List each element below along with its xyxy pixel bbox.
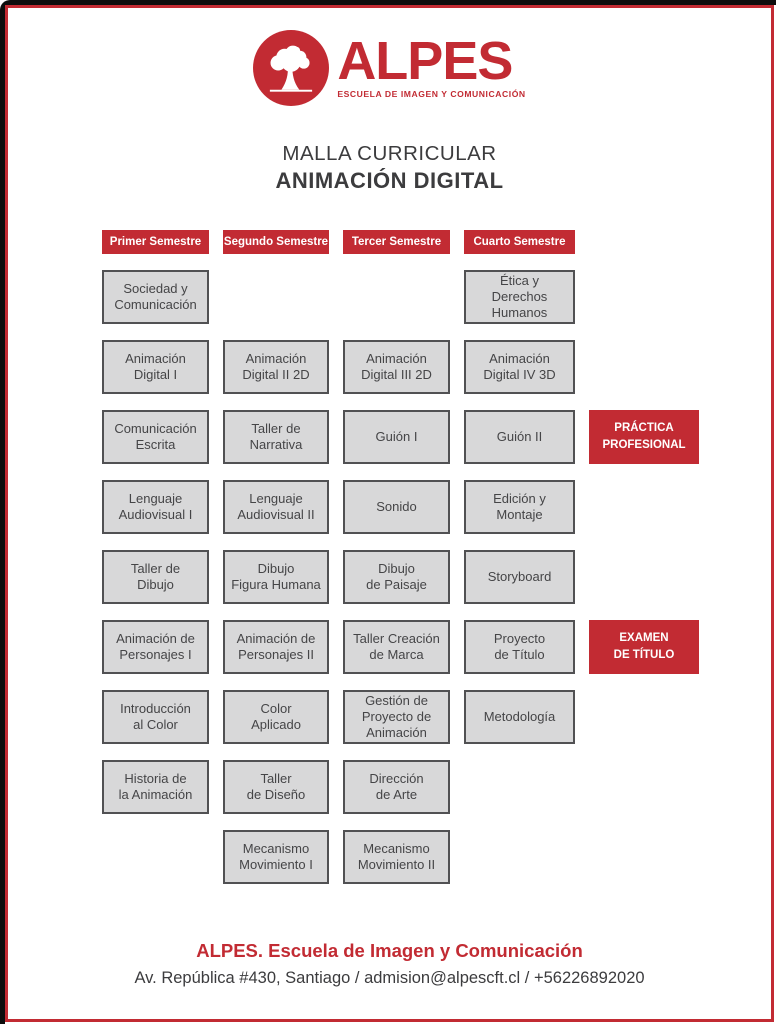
course-box: Storyboard [464, 550, 575, 605]
footer: ALPES. Escuela de Imagen y Comunicación … [8, 940, 771, 988]
course-box: Gestión de Proyecto de Animación [343, 690, 450, 745]
semester-header-1: Primer Semestre [102, 230, 209, 255]
milestone-practica-profesional: PRÁCTICA PROFESIONAL [589, 410, 699, 465]
course-box: Sonido [343, 480, 450, 535]
course-box: Animación Digital IV 3D [464, 340, 575, 395]
course-box: Taller de Narrativa [223, 410, 329, 465]
footer-school-name: ALPES. Escuela de Imagen y Comunicación [196, 940, 583, 962]
course-box: Ética y Derechos Humanos [464, 270, 575, 325]
course-box: Dirección de Arte [343, 760, 450, 815]
semester-header-4: Cuarto Semestre [464, 230, 575, 255]
course-box: Introducción al Color [102, 690, 209, 745]
course-box: Dibujo de Paisaje [343, 550, 450, 605]
course-box: Edición y Montaje [464, 480, 575, 535]
logo-tagline: ESCUELA DE IMAGEN Y COMUNICACIÓN [337, 88, 526, 99]
logo-text: ALPES ESCUELA DE IMAGEN Y COMUNICACIÓN [337, 31, 526, 99]
course-box: Guión I [343, 410, 450, 465]
course-box: Dibujo Figura Humana [223, 550, 329, 605]
course-box: Comunicación Escrita [102, 410, 209, 465]
semester-header-2: Segundo Semestre [223, 230, 329, 255]
course-box: Lenguaje Audiovisual II [223, 480, 329, 535]
poster-content: ALPES ESCUELA DE IMAGEN Y COMUNICACIÓN M… [8, 8, 771, 1019]
course-box: Taller de Diseño [223, 760, 329, 815]
logo-circle [253, 30, 330, 106]
school-logo: ALPES ESCUELA DE IMAGEN Y COMUNICACIÓN [8, 30, 771, 106]
page-title: MALLA CURRICULAR [282, 142, 497, 165]
course-box: Animación Digital I [102, 340, 209, 395]
course-box: Sociedad y Comunicación [102, 270, 209, 325]
course-box: Taller de Dibujo [102, 550, 209, 605]
course-box: Lenguaje Audiovisual I [102, 480, 209, 535]
tree-icon [259, 36, 323, 100]
course-box: Historia de la Animación [102, 760, 209, 815]
course-box: Animación de Personajes II [223, 620, 329, 675]
course-box: Animación de Personajes I [102, 620, 209, 675]
course-box: Metodología [464, 690, 575, 745]
course-box: Proyecto de Título [464, 620, 575, 675]
course-box: Color Aplicado [223, 690, 329, 745]
footer-contact-line: Av. República #430, Santiago / admision@… [134, 969, 645, 988]
course-box: Guión II [464, 410, 575, 465]
logo-wordmark: ALPES [337, 31, 513, 92]
course-box: Animación Digital II 2D [223, 340, 329, 395]
course-box: Animación Digital III 2D [343, 340, 450, 395]
course-box: Taller Creación de Marca [343, 620, 450, 675]
title-block: MALLA CURRICULAR ANIMACIÓN DIGITAL [8, 142, 771, 194]
course-box: Mecanismo Movimiento I [223, 830, 329, 885]
course-box: Mecanismo Movimiento II [343, 830, 450, 885]
milestone-examen-de-titulo: EXAMEN DE TÍTULO [589, 620, 699, 675]
curriculum-grid: Primer Semestre Segundo Semestre Tercer … [102, 230, 699, 885]
page-subtitle: ANIMACIÓN DIGITAL [275, 167, 504, 193]
semester-header-3: Tercer Semestre [343, 230, 450, 255]
